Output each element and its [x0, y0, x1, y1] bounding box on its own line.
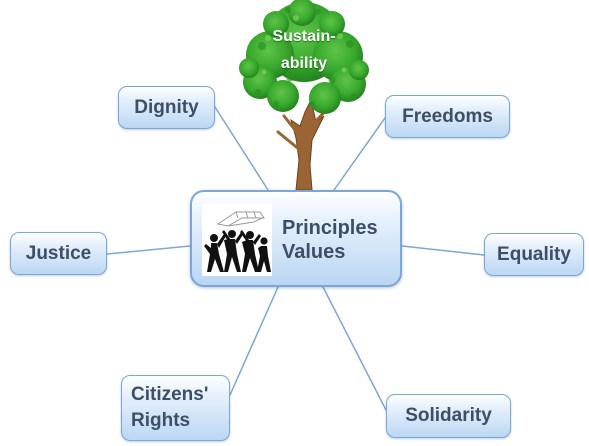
node-citizens-rights-line2: Rights: [131, 410, 191, 431]
central-line2: Values: [282, 241, 346, 263]
connector-citizens: [229, 286, 279, 396]
node-dignity-label: Dignity: [134, 96, 199, 118]
node-equality-label: Equality: [497, 243, 571, 265]
sustainability-line2: ability: [280, 55, 328, 72]
node-dignity[interactable]: Dignity: [118, 86, 215, 129]
node-freedoms-label: Freedoms: [402, 105, 493, 127]
central-node[interactable]: Principles Values: [190, 190, 402, 287]
central-line1: Principles: [282, 217, 378, 239]
sustainability-label: Sustain- ability: [258, 28, 350, 73]
central-label: Principles Values: [282, 216, 378, 264]
node-solidarity-label: Solidarity: [405, 405, 492, 426]
node-freedoms[interactable]: Freedoms: [385, 95, 510, 138]
connector-dignity: [214, 106, 269, 191]
people-group-icon: [202, 204, 272, 276]
connector-solidarity: [322, 286, 387, 411]
connector-justice: [106, 245, 191, 255]
node-justice[interactable]: Justice: [10, 232, 107, 275]
node-citizens-rights[interactable]: Citizens' Rights: [121, 375, 230, 441]
connector-freedoms: [333, 117, 386, 191]
node-justice-label: Justice: [25, 242, 92, 264]
node-citizens-rights-line1: Citizens': [131, 384, 209, 405]
node-equality[interactable]: Equality: [484, 233, 584, 276]
node-solidarity[interactable]: Solidarity: [386, 394, 511, 438]
sustainability-line1: Sustain-: [272, 28, 336, 45]
connector-equality: [401, 245, 485, 256]
